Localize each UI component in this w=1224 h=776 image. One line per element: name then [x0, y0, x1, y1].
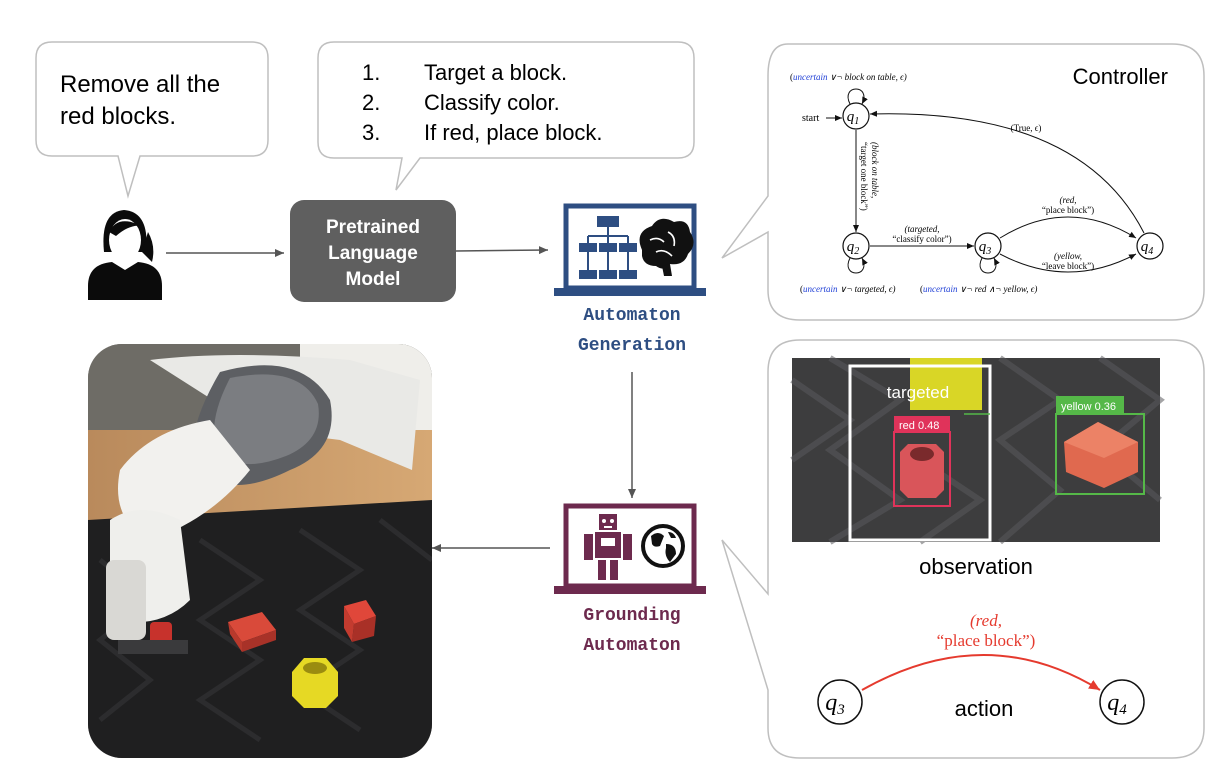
- action-edge-label-line1: (red,: [970, 611, 1002, 630]
- edge-q4-q1-label: (True, ϵ): [1011, 123, 1042, 133]
- state-q1: q1: [842, 102, 870, 130]
- red-detection-box: [893, 431, 951, 507]
- action-edge: [861, 654, 1101, 691]
- automaton-generation-label-line1: Automaton: [583, 306, 680, 326]
- arrow-plm-to-generation: [455, 246, 549, 255]
- user-icon: [88, 210, 162, 300]
- svg-text:q4: q4: [1107, 690, 1127, 718]
- loop-label-q1: (uncertain ∨¬ block on table, ϵ): [790, 72, 907, 82]
- loop-label-q2: (uncertain ∨¬ targeted, ϵ): [800, 284, 895, 294]
- hierarchy-chart-icon: [579, 216, 637, 279]
- red-detection-tag: [894, 416, 950, 432]
- user-speech-bubble: Remove all the red blocks.: [35, 41, 269, 199]
- yellow-detection-tag: [1056, 396, 1124, 414]
- svg-text:q2: q2: [847, 239, 860, 257]
- edge-q3-q4-yellow-label-line1: (yellow,: [1054, 251, 1082, 261]
- plan-step-2-text: Classify color.: [424, 90, 560, 115]
- loop-label-q3: (uncertain ∨¬ red ∧¬ yellow, ϵ): [920, 284, 1037, 294]
- targeted-box: [848, 364, 992, 542]
- robot-icon: [584, 514, 632, 580]
- edge-q2-q3-label-line1: (targeted,: [905, 224, 940, 234]
- svg-text:q3: q3: [979, 239, 992, 257]
- state-q4: q4: [1136, 232, 1164, 260]
- svg-text:(block on table,: (block on table,: [870, 142, 880, 198]
- self-loop-q3: [979, 257, 1000, 274]
- svg-text:q3: q3: [825, 690, 845, 718]
- photo-yellow-block: [292, 658, 338, 708]
- yellow-detection-label: yellow 0.36: [1061, 401, 1116, 413]
- edge-q4-q1: [869, 110, 1145, 234]
- plan-speech-bubble: 1. Target a block. 2. Classify color. 3.…: [317, 41, 695, 191]
- edge-q3-q4-yellow: [999, 253, 1137, 273]
- observation-image: targeted red 0.48 yellow 0.36: [790, 355, 1165, 545]
- action-diagram: (red, “place block”) q3 q4 action: [817, 611, 1145, 725]
- controller-automaton: start q1 q2 q3 q4 (uncertain ∨¬ block on…: [790, 72, 1164, 294]
- edge-q3-q4-red: [999, 216, 1137, 239]
- svg-text:q4: q4: [1141, 239, 1154, 257]
- svg-text:q1: q1: [847, 109, 860, 127]
- automaton-generation-laptop-icon: [554, 203, 706, 296]
- edge-q1-q2-label: (block on table, “target one block”): [859, 142, 880, 211]
- action-edge-label-line2: “place block”): [937, 631, 1036, 650]
- automaton-generation-label-line2: Generation: [578, 336, 686, 356]
- grounding-automaton-label-line2: Automaton: [583, 636, 680, 656]
- yellow-detection-box: [1055, 413, 1145, 495]
- plm-label-line2: Language: [328, 243, 418, 264]
- state-q3: q3: [974, 232, 1002, 260]
- edge-q3-q4-yellow-label-line2: “leave block”): [1042, 261, 1094, 271]
- edge-q2-q3-label-line2: “classify color”): [892, 234, 951, 244]
- photo-red-block-1: [228, 612, 276, 642]
- red-detection-label: red 0.48: [899, 420, 939, 432]
- edge-q3-q4-red-label-line1: (red,: [1060, 195, 1077, 205]
- state-q2: q2: [842, 232, 870, 260]
- action-state-q4: q4: [1099, 679, 1145, 725]
- action-state-q3: q3: [817, 679, 863, 725]
- photo-red-block-2: [344, 600, 376, 624]
- pretrained-language-model-box: Pretrained Language Model: [290, 200, 456, 302]
- brain-icon: [639, 218, 694, 276]
- globe-icon: [641, 524, 685, 568]
- plm-label-line3: Model: [346, 269, 401, 290]
- grounding-automaton-laptop-icon: [554, 503, 706, 594]
- edge-q3-q4-red-label-line2: “place block”): [1042, 205, 1094, 215]
- plan-step-1-text: Target a block.: [424, 60, 567, 85]
- action-caption: action: [955, 696, 1014, 721]
- robot-arm-photo: [88, 344, 432, 758]
- svg-text:“target one block”): “target one block”): [859, 142, 869, 211]
- observation-caption: observation: [919, 554, 1033, 579]
- plan-step-2-number: 2.: [362, 90, 380, 115]
- plan-step-3-number: 3.: [362, 120, 380, 145]
- controller-bubble: Controller: [721, 43, 1205, 321]
- grounding-automaton-label-line1: Grounding: [583, 606, 680, 626]
- red-hex-block: [900, 444, 944, 498]
- targeted-label: targeted: [887, 383, 949, 402]
- plan-step-1-number: 1.: [362, 60, 380, 85]
- self-loop-q2: [847, 257, 868, 274]
- plan-step-3-text: If red, place block.: [424, 120, 603, 145]
- controller-title: Controller: [1073, 64, 1168, 89]
- user-request-line2: red blocks.: [60, 103, 176, 130]
- user-request-line1: Remove all the: [60, 71, 220, 98]
- self-loop-q1: [847, 88, 868, 105]
- start-label: start: [802, 113, 819, 124]
- plm-label-line1: Pretrained: [326, 217, 420, 238]
